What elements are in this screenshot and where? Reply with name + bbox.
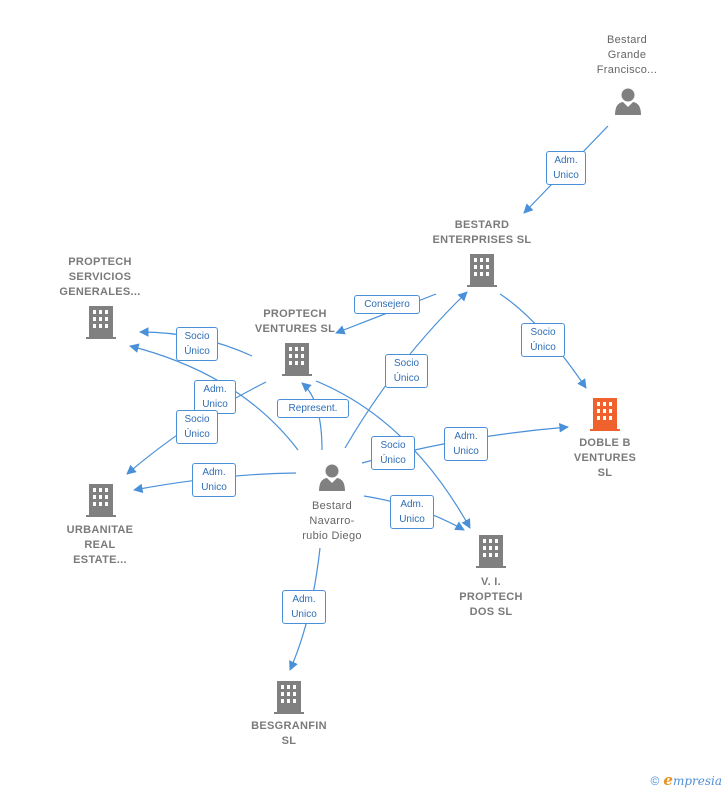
edge-label-e8[interactable]: Socio Único — [176, 410, 218, 444]
edge-label-line: Unico — [202, 399, 228, 410]
edge-label-line: Unico — [553, 170, 579, 181]
edge-label-line: Adm. — [400, 499, 424, 510]
node-label-line: DOS SL — [469, 606, 513, 618]
node-label-line: ENTERPRISES SL — [432, 234, 532, 246]
edge-label-e11[interactable]: Adm. Unico — [192, 463, 236, 497]
node-label-line: SERVICIOS — [68, 271, 132, 283]
node-label-line: Navarro- — [309, 515, 355, 527]
edge-label-line: Adm. — [554, 155, 578, 166]
brand-name: mpresia — [672, 774, 722, 788]
node-label-line: Bestard — [606, 34, 647, 46]
node-label-urbanitae[interactable]: URBANITAE REAL ESTATE... — [55, 523, 145, 568]
edge-label-line: Único — [530, 342, 556, 353]
node-label-line: BESGRANFIN — [251, 720, 327, 732]
node-label-line: V. I. — [480, 576, 502, 588]
edge-label-line: Socio — [393, 358, 419, 369]
person-icon[interactable] — [319, 464, 345, 492]
node-label-line: DOBLE B — [579, 437, 631, 449]
node-label-line: SL — [281, 735, 297, 747]
building-icon-focus[interactable] — [590, 398, 620, 431]
edge-label-line: Represent. — [288, 403, 338, 414]
building-icon[interactable] — [274, 681, 304, 714]
person-icon[interactable] — [615, 88, 641, 116]
node-label-line: URBANITAE — [66, 524, 134, 536]
edge-label-line: Consejero — [364, 299, 410, 310]
node-label-line: Francisco... — [596, 64, 658, 76]
edge-label-line: Adm. — [292, 594, 316, 605]
edge-label-line: Socio — [530, 327, 556, 338]
edge-label-e5[interactable]: Socio Único — [385, 354, 428, 388]
node-label-line: Bestard — [311, 500, 352, 512]
edge-label-line: Único — [393, 373, 420, 384]
edge-label-line: Único — [380, 455, 406, 466]
edge-label-line: Adm. — [454, 431, 478, 442]
node-label-vi-proptech[interactable]: V. I. PROPTECH DOS SL — [446, 575, 536, 620]
node-label-line: ESTATE... — [73, 554, 127, 566]
node-label-bestard-grande[interactable]: Bestard Grande Francisco... — [582, 33, 672, 78]
edge-label-line: Unico — [201, 482, 227, 493]
edge-label-e1[interactable]: Adm. Unico — [546, 151, 586, 185]
node-label-line: BESTARD — [454, 219, 510, 231]
node-label-line: PROPTECH — [459, 591, 523, 603]
node-label-besgranfin[interactable]: BESGRANFIN SL — [244, 719, 334, 749]
edge-label-e9[interactable]: Adm. Unico — [444, 427, 488, 461]
node-label-proptech-ventures[interactable]: PROPTECH VENTURES SL — [245, 307, 345, 337]
edge-label-line: Único — [184, 429, 210, 440]
building-icon[interactable] — [282, 343, 312, 376]
edge-label-e10[interactable]: Socio Único — [371, 436, 415, 470]
edge-label-line: Adm. — [203, 384, 227, 395]
edge-label-line: Unico — [453, 446, 479, 457]
edge-label-line: Socio — [184, 331, 210, 342]
edge-label-line: Adm. — [202, 467, 226, 478]
edge-label-line: Unico — [291, 609, 317, 620]
building-icon[interactable] — [86, 484, 116, 517]
copyright-icon: © — [650, 774, 660, 788]
edge-label-line: Socio — [184, 414, 210, 425]
node-label-line: VENTURES — [573, 452, 637, 464]
node-label-line: PROPTECH — [68, 256, 132, 268]
building-icon[interactable] — [467, 254, 497, 287]
edge-label-e3[interactable]: Socio Único — [521, 323, 565, 357]
node-label-proptech-servicios[interactable]: PROPTECH SERVICIOS GENERALES... — [50, 255, 150, 300]
node-label-line: REAL — [84, 539, 116, 551]
edge-label-e2[interactable]: Consejero — [354, 295, 420, 314]
building-icon[interactable] — [476, 535, 506, 568]
edge-label-line: Único — [184, 346, 210, 357]
node-label-line: PROPTECH — [263, 308, 327, 320]
node-label-line: rubio Diego — [302, 530, 362, 542]
edge-label-line: Socio — [380, 440, 406, 451]
node-label-doble-b[interactable]: DOBLE B VENTURES SL — [563, 436, 647, 481]
node-label-line: GENERALES... — [59, 286, 141, 298]
edge-label-e4[interactable]: Socio Único — [176, 327, 218, 361]
brand-initial: e — [663, 771, 673, 789]
node-label-line: VENTURES SL — [254, 323, 336, 335]
node-label-bestard-navarro[interactable]: Bestard Navarro- rubio Diego — [285, 499, 379, 544]
node-label-line: SL — [597, 467, 613, 479]
edge-label-e12[interactable]: Adm. Unico — [390, 495, 434, 529]
node-label-bestard-enterprises[interactable]: BESTARD ENTERPRISES SL — [422, 218, 542, 248]
building-icon[interactable] — [86, 306, 116, 339]
edge-label-line: Unico — [399, 514, 425, 525]
edge-label-e13[interactable]: Adm. Unico — [282, 590, 326, 624]
empresia-logo[interactable]: ©empresia — [651, 771, 722, 789]
edge-label-e6[interactable]: Adm. Unico — [194, 380, 236, 414]
node-label-line: Grande — [607, 49, 647, 61]
edge-label-e7[interactable]: Represent. — [277, 399, 349, 418]
